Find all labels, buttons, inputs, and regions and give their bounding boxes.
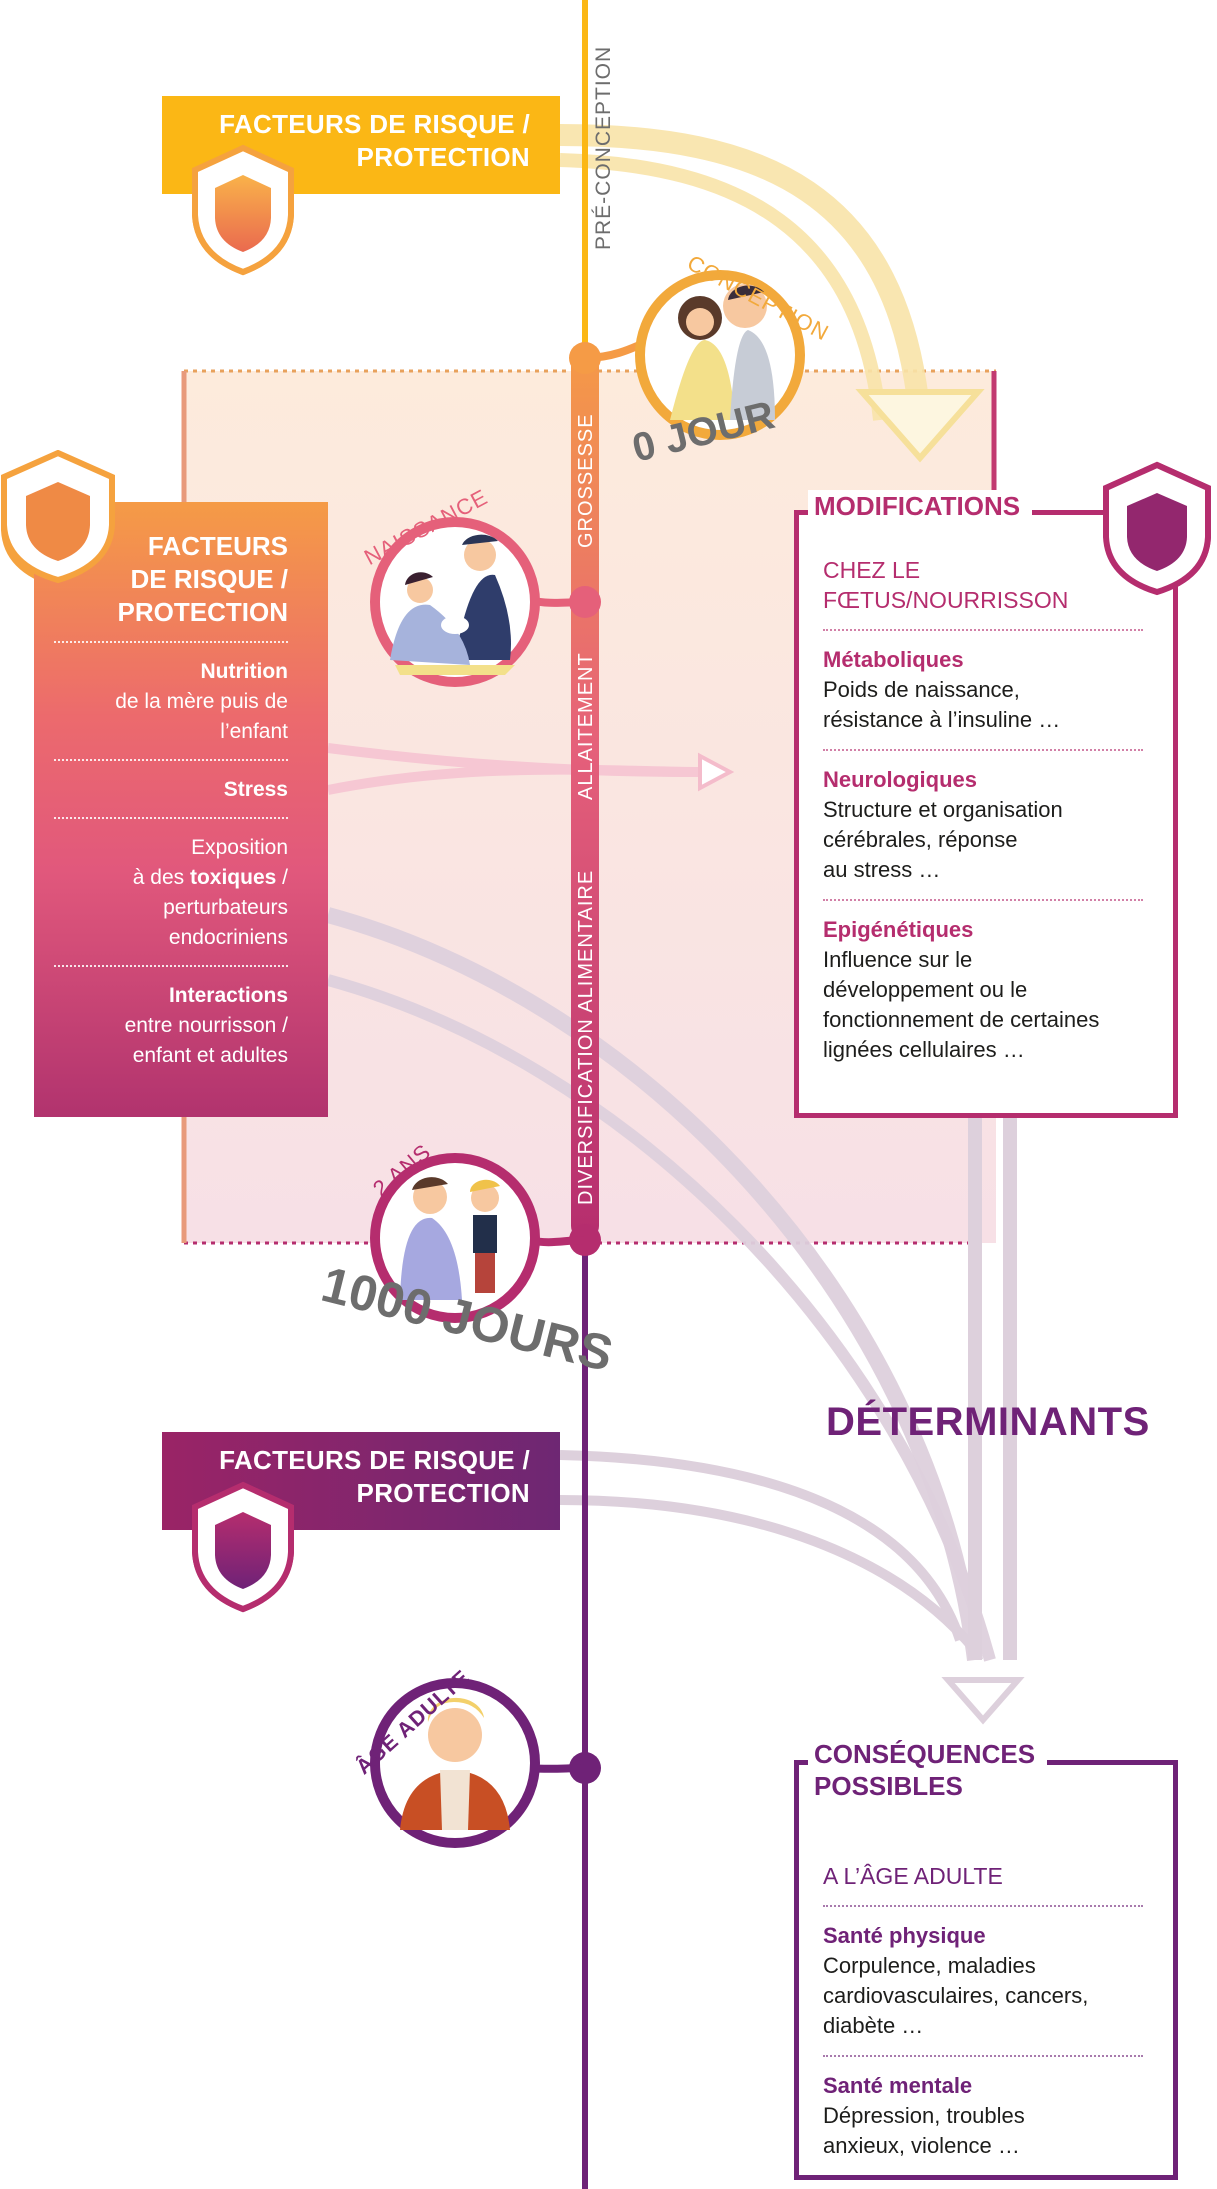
label-grossesse: GROSSESSE xyxy=(575,413,597,548)
determinants-label: DÉTERMINANTS xyxy=(826,1400,1150,1444)
label-diversification: DIVERSIFICATION ALIMENTAIRE xyxy=(575,869,597,1205)
conception-milestone xyxy=(584,270,805,440)
modifications-title: MODIFICATIONS xyxy=(808,490,1033,522)
factor-stress: Stress xyxy=(223,778,288,801)
factors-bottom-line1: FACTEURS DE RISQUE / xyxy=(219,1445,530,1475)
factor-nutrition: Nutrition de la mère puis de l’enfant xyxy=(115,660,288,743)
factors-top-line2: PROTECTION xyxy=(356,142,530,172)
arrow-icon xyxy=(698,752,735,792)
factors-panel: FACTEURS DE RISQUE / PROTECTION Nutritio… xyxy=(34,502,328,1117)
factors-panel-title1: FACTEURS xyxy=(147,531,288,561)
timeline-thousand-days-bar xyxy=(571,345,599,1240)
consequences-subtitle: A L’ÂGE ADULTE xyxy=(823,1863,1003,1889)
factor-interactions: Interactions entre nourrisson / enfant e… xyxy=(124,984,288,1067)
arrow-icon xyxy=(855,389,985,463)
modifications-subtitle: CHEZ LE FŒTUS/NOURRISSON xyxy=(823,557,1069,613)
naissance-milestone xyxy=(370,517,586,687)
factors-panel-title2: DE RISQUE / xyxy=(130,564,288,594)
shield-icon xyxy=(1103,461,1211,596)
factors-bottom-line2: PROTECTION xyxy=(356,1478,530,1508)
consequences-box: A L’ÂGE ADULTE Santé physique Corpulence… xyxy=(794,1760,1178,2180)
factors-bottom-banner: FACTEURS DE RISQUE / PROTECTION xyxy=(162,1432,560,1530)
modification-metabolic: Métaboliques Poids de naissance,résistan… xyxy=(823,647,1061,732)
shield-icon xyxy=(0,450,115,584)
factor-toxics: Exposition à des toxiques / perturbateur… xyxy=(132,836,288,949)
label-allaitement: ALLAITEMENT xyxy=(575,652,597,800)
label-preconception: PRÉ-CONCEPTION xyxy=(592,45,615,250)
factors-top-banner: FACTEURS DE RISQUE / PROTECTION xyxy=(162,96,560,194)
factors-top-line1: FACTEURS DE RISQUE / xyxy=(219,109,530,139)
factors-panel-title3: PROTECTION xyxy=(117,597,288,627)
arrow-icon xyxy=(941,1677,1025,1725)
consequences-title: CONSÉQUENCES POSSIBLES xyxy=(808,1738,1048,1802)
modifications-box: CHEZ LE FŒTUS/NOURRISSON Métaboliques Po… xyxy=(794,510,1178,1118)
adult-milestone xyxy=(370,1678,586,1848)
two-years-milestone xyxy=(370,1153,586,1323)
